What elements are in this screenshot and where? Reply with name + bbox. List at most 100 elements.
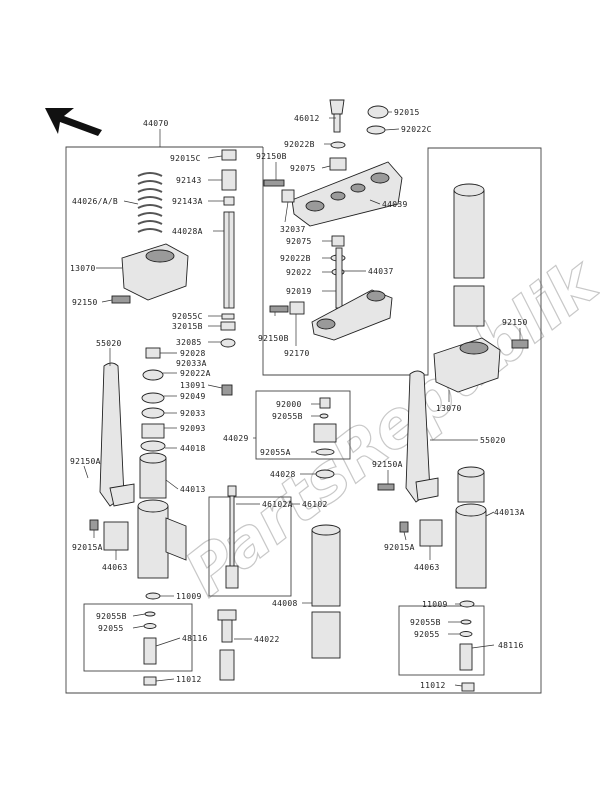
clamp-13070-right-part [433,337,501,393]
label-92022b-lower: 92022B [280,254,311,263]
label-13091: 13091 [180,381,206,390]
label-44013a: 44013A [494,508,525,517]
label-92033: 92033 [180,409,206,418]
stem-44037-part [311,235,393,341]
label-44039: 44039 [382,200,408,209]
damper-rod-44028a-part [223,211,235,309]
box-48116-right [398,605,485,676]
label-44026: 44026/A/B [72,197,118,206]
bolt-92150b-lower-part [269,305,289,313]
clip-92170-part [289,301,305,315]
assembly-outline [65,146,542,694]
label-44029: 44029 [223,434,249,443]
label-13070-right: 13070 [436,404,462,413]
label-32037: 32037 [280,225,306,234]
slider-44008-part [311,524,341,659]
label-92049: 92049 [180,392,206,401]
clamp-lower-left-part [121,243,189,301]
label-92093: 92093 [180,424,206,433]
bolt-92150-left-part [111,295,131,304]
outer-tube-right-part [455,503,487,589]
axle-clamp-left-part [103,521,129,551]
box-44029 [255,390,351,460]
label-92150b-upper: 92150B [256,152,287,161]
plate-32037-part [281,189,295,203]
label-92022: 92022 [286,268,312,277]
label-92143a: 92143A [172,197,203,206]
cap-92075-part [329,157,347,171]
steering-stem-nut-part [329,99,345,133]
label-32085: 32085 [176,338,202,347]
label-44028a: 44028A [172,227,203,236]
bolt-92150a-right-part [377,483,395,491]
label-13070-left: 13070 [70,264,96,273]
spring-part [137,172,163,233]
label-92150-left: 92150 [72,298,98,307]
guard-55020-left-part [99,362,135,507]
label-55020-right: 55020 [480,436,506,445]
front-arrow-icon [45,108,102,136]
label-46102a: 46102A [262,500,293,509]
label-92015c: 92015C [170,154,201,163]
label-48116-left: 48116 [182,634,208,643]
label-55020-left: 55020 [96,339,122,348]
nut-92015-part [367,105,389,119]
label-44013: 44013 [180,485,206,494]
label-92055c: 92055C [172,312,203,321]
label-44070: 44070 [143,119,169,128]
washer-92022c-part [366,125,386,135]
bolt-92015a-left-part [89,519,99,531]
label-48116-right: 48116 [498,641,524,650]
label-11009-right: 11009 [422,600,448,609]
label-92055b-mid: 92055B [272,412,303,421]
label-44028: 44028 [270,470,296,479]
label-92055-right: 92055 [414,630,440,639]
bolt-92150b-upper-part [263,179,285,187]
label-92015a-right: 92015A [384,543,415,552]
bolt-92150-right-part [511,339,529,349]
label-92150b-lower: 92150B [258,334,289,343]
label-11009-left: 11009 [176,592,202,601]
label-92015a-left: 92015A [72,543,103,552]
label-92015: 92015 [394,108,420,117]
box-46102 [208,496,292,597]
label-92150a-right: 92150A [372,460,403,469]
valve-48116-left-part [143,611,157,665]
valve-48116-right-part [459,619,473,671]
label-11012-right: 11012 [420,681,446,690]
label-92055a: 92055A [260,448,291,457]
label-92143: 92143 [176,176,202,185]
leader-lines [83,111,521,687]
label-32015b: 32015B [172,322,203,331]
label-92150a-left: 92150A [70,457,101,466]
label-92022a: 92022A [180,369,211,378]
cartridge-46102-part [225,485,239,589]
washer-92022b-part [330,141,346,149]
label-44063-left: 44063 [102,563,128,572]
label-92022b: 92022B [284,140,315,149]
cartridge-right-part [453,183,485,327]
bolt-11012-left-part [143,676,157,686]
guard-55020-right-part [405,370,439,503]
label-92170: 92170 [284,349,310,358]
label-44037: 44037 [368,267,394,276]
label-92000: 92000 [276,400,302,409]
label-92055-left: 92055 [98,624,124,633]
label-44063-right: 44063 [414,563,440,572]
label-92022c: 92022C [401,125,432,134]
label-92033a: 92033A [176,359,207,368]
washer-44028-part [315,469,335,479]
label-46012: 46012 [294,114,320,123]
label-92150-right: 92150 [502,318,528,327]
label-46102: 46102 [302,500,328,509]
label-92055b-right: 92055B [410,618,441,627]
label-44022: 44022 [254,635,280,644]
bolt-92015a-right-part [399,521,409,533]
upper-bracket-44039-part [291,161,403,227]
label-92019: 92019 [286,287,312,296]
label-92028: 92028 [180,349,206,358]
label-92075-upper: 92075 [290,164,316,173]
label-44008: 44008 [272,599,298,608]
cap-44029-part [313,397,337,456]
